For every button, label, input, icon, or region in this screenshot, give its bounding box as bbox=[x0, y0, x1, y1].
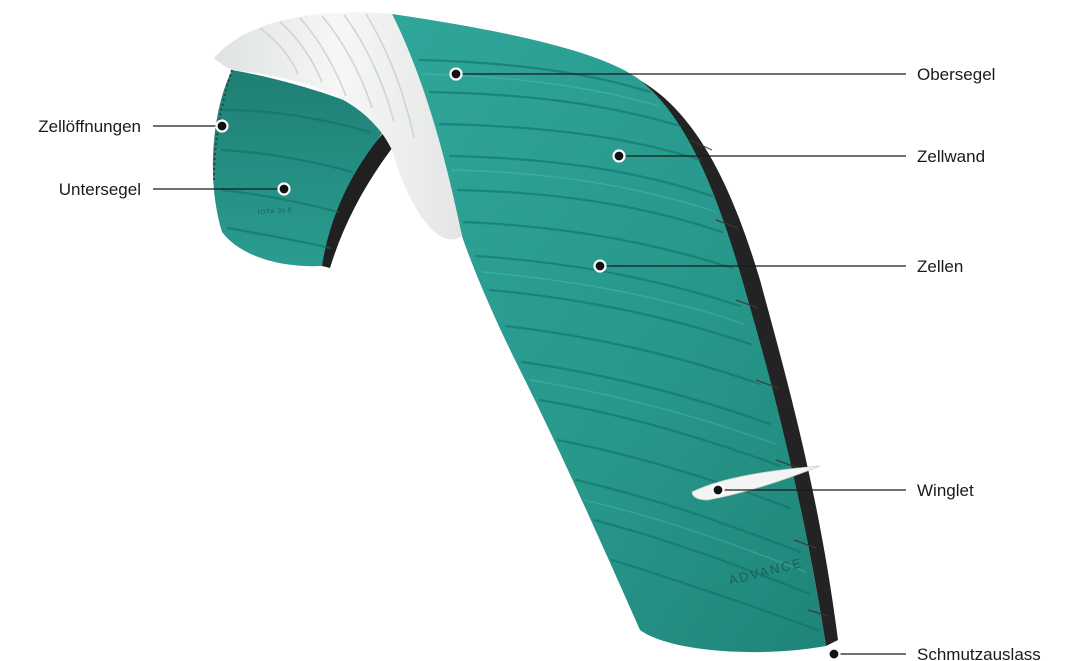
label-zelloffnungen: Zellöffnungen bbox=[38, 117, 141, 136]
label-obersegel: Obersegel bbox=[917, 65, 995, 84]
label-zellen: Zellen bbox=[917, 257, 963, 276]
label-zellwand: Zellwand bbox=[917, 147, 985, 166]
marker-zelloffnungen bbox=[217, 121, 228, 132]
marker-winglet bbox=[713, 485, 724, 496]
label-schmutzauslass: Schmutzauslass bbox=[917, 645, 1041, 661]
label-winglet: Winglet bbox=[917, 481, 974, 500]
label-untersegel: Untersegel bbox=[59, 180, 141, 199]
glider-illustration: ADVANCE IOTA DLS bbox=[213, 12, 838, 652]
marker-untersegel bbox=[279, 184, 290, 195]
marker-zellen bbox=[595, 261, 606, 272]
marker-schmutzauslass bbox=[829, 649, 840, 660]
marker-zellwand bbox=[614, 151, 625, 162]
marker-obersegel bbox=[451, 69, 462, 80]
